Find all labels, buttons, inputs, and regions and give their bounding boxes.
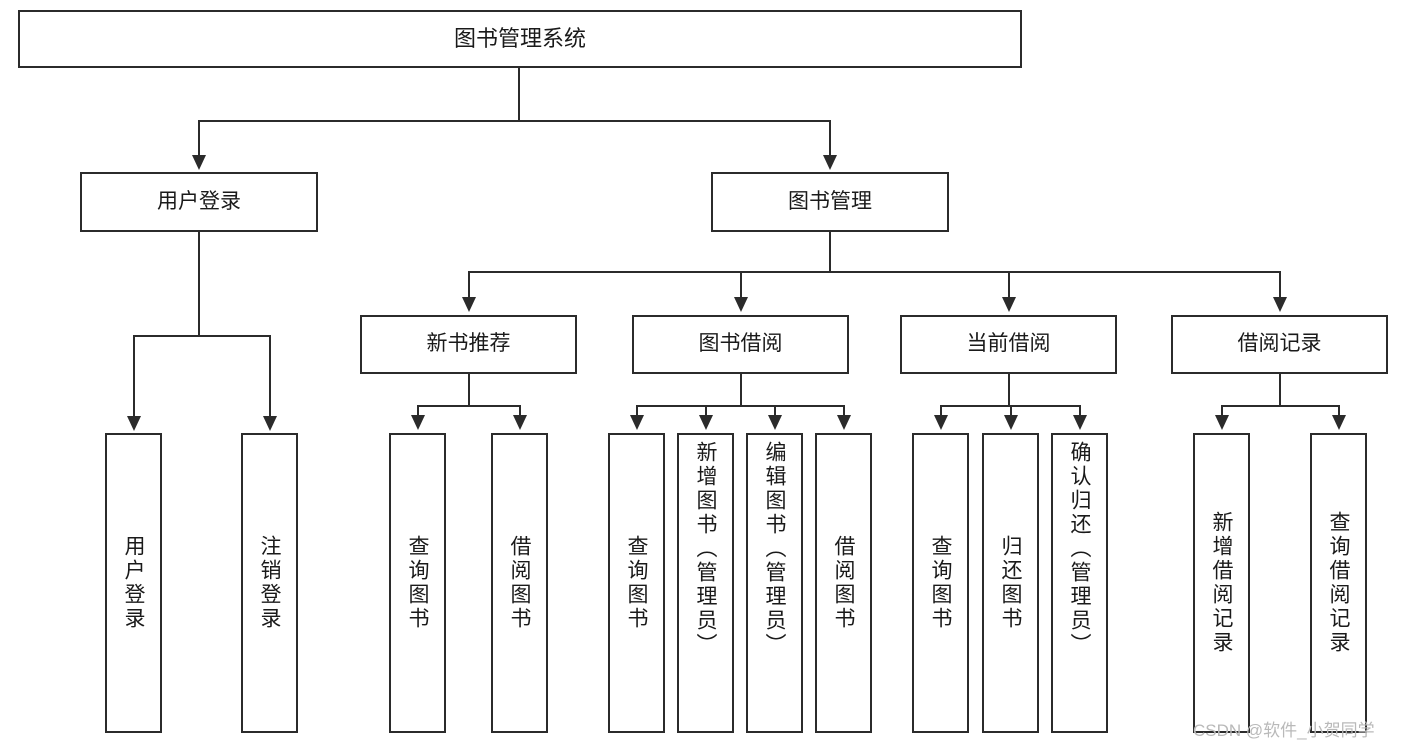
node-label: 查询图书 — [929, 535, 952, 631]
arrowhead-root-to-user-login — [192, 155, 206, 170]
node-borrow-record[interactable]: 借阅记录 — [1171, 315, 1388, 374]
leaf-new-book-query-book[interactable]: 查询图书 — [389, 433, 446, 733]
node-label: 新书推荐 — [426, 332, 511, 356]
arrowhead-to-borrow-record — [1273, 297, 1287, 312]
node-label: 当前借阅 — [966, 332, 1051, 356]
node-label: 借阅图书 — [508, 535, 531, 631]
arrowhead-new-book-leaf-2 — [513, 415, 527, 430]
node-label: 查询图书 — [406, 535, 429, 631]
leaf-user-login-logout[interactable]: 注销登录 — [241, 433, 298, 733]
connector-book-borrow-stem — [740, 374, 742, 406]
node-book-management[interactable]: 图书管理 — [711, 172, 949, 232]
connector-book-mgmt-branch-1 — [468, 271, 470, 299]
leaf-current-borrow-confirm-return[interactable]: 确认归还（管理员） — [1051, 433, 1108, 733]
leaf-borrow-record-query-record[interactable]: 查询借阅记录 — [1310, 433, 1367, 733]
leaf-user-login-login[interactable]: 用户登录 — [105, 433, 162, 733]
connector-book-mgmt-stem — [829, 232, 831, 272]
arrowhead-book-borrow-leaf-2 — [699, 415, 713, 430]
leaf-current-borrow-return-book[interactable]: 归还图书 — [982, 433, 1039, 733]
connector-root-to-user-login — [198, 120, 200, 157]
node-label: 确认归还（管理员） — [1068, 441, 1091, 657]
arrowhead-borrow-record-leaf-1 — [1215, 415, 1229, 430]
connector-book-borrow-branch-4 — [843, 405, 845, 417]
connector-root-stem — [518, 68, 520, 121]
connector-root-bus — [198, 120, 830, 122]
connector-root-to-book-mgmt — [829, 120, 831, 157]
node-label: 用户登录 — [157, 189, 241, 213]
leaf-borrow-record-add-record[interactable]: 新增借阅记录 — [1193, 433, 1250, 733]
arrowhead-current-borrow-leaf-3 — [1073, 415, 1087, 430]
node-label: 查询借阅记录 — [1327, 511, 1350, 655]
node-label: 图书管理 — [788, 189, 872, 213]
connector-borrow-record-branch-1 — [1221, 405, 1223, 417]
connector-book-mgmt-branch-4 — [1279, 271, 1281, 299]
arrowhead-to-book-borrow — [734, 297, 748, 312]
node-new-book-recommend[interactable]: 新书推荐 — [360, 315, 577, 374]
node-current-borrow[interactable]: 当前借阅 — [900, 315, 1117, 374]
node-label: 查询图书 — [625, 535, 648, 631]
node-label: 新增图书（管理员） — [694, 441, 717, 657]
leaf-book-borrow-borrow-book[interactable]: 借阅图书 — [815, 433, 872, 733]
node-label: 新增借阅记录 — [1210, 511, 1233, 655]
leaf-book-borrow-add-book[interactable]: 新增图书（管理员） — [677, 433, 734, 733]
connector-current-borrow-branch-3 — [1079, 405, 1081, 417]
node-label: 归还图书 — [999, 535, 1022, 631]
arrowhead-current-borrow-leaf-2 — [1004, 415, 1018, 430]
connector-book-mgmt-branch-2 — [740, 271, 742, 299]
node-user-login[interactable]: 用户登录 — [80, 172, 318, 232]
node-book-borrow[interactable]: 图书借阅 — [632, 315, 849, 374]
node-label: 编辑图书（管理员） — [763, 441, 786, 657]
connector-book-borrow-bus — [636, 405, 845, 407]
node-label: 图书借阅 — [698, 332, 783, 356]
connector-new-book-bus — [417, 405, 520, 407]
arrowhead-book-borrow-leaf-1 — [630, 415, 644, 430]
arrowhead-to-new-book — [462, 297, 476, 312]
arrowhead-current-borrow-leaf-1 — [934, 415, 948, 430]
arrowhead-to-current-borrow — [1002, 297, 1016, 312]
leaf-current-borrow-query-book[interactable]: 查询图书 — [912, 433, 969, 733]
connector-book-mgmt-bus — [468, 271, 1279, 273]
node-root-system[interactable]: 图书管理系统 — [18, 10, 1022, 68]
node-label: 注销登录 — [258, 535, 281, 631]
arrowhead-new-book-leaf-1 — [411, 415, 425, 430]
connector-borrow-record-bus — [1221, 405, 1339, 407]
node-label: 借阅记录 — [1237, 332, 1322, 356]
connector-new-book-branch-1 — [417, 405, 419, 417]
connector-current-borrow-branch-2 — [1010, 405, 1012, 417]
connector-new-book-branch-2 — [519, 405, 521, 417]
connector-book-mgmt-branch-3 — [1008, 271, 1010, 299]
leaf-new-book-borrow-book[interactable]: 借阅图书 — [491, 433, 548, 733]
connector-user-login-branch-1 — [133, 335, 135, 418]
arrowhead-user-login-leaf-1 — [127, 416, 141, 431]
node-label: 用户登录 — [122, 535, 145, 631]
connector-current-borrow-stem — [1008, 374, 1010, 406]
connector-new-book-stem — [468, 374, 470, 406]
connector-borrow-record-stem — [1279, 374, 1281, 406]
csdn-watermark: CSDN @软件_小贺同学 — [1193, 721, 1375, 740]
arrowhead-user-login-leaf-2 — [263, 416, 277, 431]
connector-current-borrow-branch-1 — [940, 405, 942, 417]
connector-user-login-branch-2 — [269, 335, 271, 418]
leaf-book-borrow-query-book[interactable]: 查询图书 — [608, 433, 665, 733]
leaf-book-borrow-edit-book[interactable]: 编辑图书（管理员） — [746, 433, 803, 733]
connector-book-borrow-branch-2 — [705, 405, 707, 417]
connector-borrow-record-branch-2 — [1338, 405, 1340, 417]
arrowhead-book-borrow-leaf-4 — [837, 415, 851, 430]
connector-user-login-stem — [198, 232, 200, 336]
arrowhead-borrow-record-leaf-2 — [1332, 415, 1346, 430]
node-label: 图书管理系统 — [453, 26, 586, 52]
connector-user-login-bus — [133, 335, 270, 337]
connector-book-borrow-branch-1 — [636, 405, 638, 417]
node-label: 借阅图书 — [832, 535, 855, 631]
arrowhead-root-to-book-mgmt — [823, 155, 837, 170]
arrowhead-book-borrow-leaf-3 — [768, 415, 782, 430]
connector-book-borrow-branch-3 — [774, 405, 776, 417]
